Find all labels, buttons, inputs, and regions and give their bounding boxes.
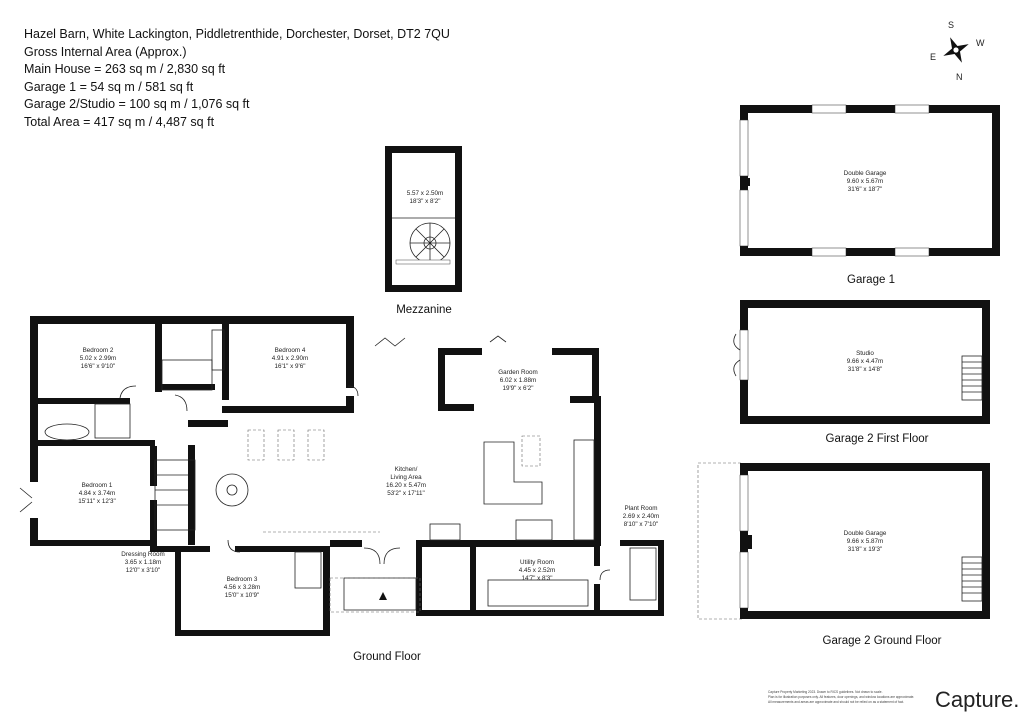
garden-dims-ft: 19'9" x 6'2" (502, 385, 533, 392)
garden-name: Garden Room (498, 369, 538, 376)
ground-floor-plan: Bedroom 2 5.02 x 2.99m 16'6" x 9'10" Bed… (19, 316, 664, 663)
address-line: Hazel Barn, White Lackington, Piddletren… (24, 27, 450, 41)
property-header: Hazel Barn, White Lackington, Piddletren… (24, 26, 450, 132)
plant-dims-ft: 8'10" x 7'10" (624, 521, 659, 528)
garage1-label: Garage 1 (847, 274, 895, 286)
bed1-name: Bedroom 1 (82, 482, 113, 489)
mezzanine-plan: 5.57 x 2.50m 18'3" x 8'2" Mezzanine (385, 146, 462, 316)
garage2-ground-label: Garage 2 Ground Floor (823, 635, 942, 647)
garage2-first-label: Garage 2 First Floor (826, 433, 929, 445)
garage2-name: Double Garage (844, 530, 887, 537)
mezzanine-label: Mezzanine (396, 304, 452, 316)
bed4-dims-ft: 16'1" x 9'6" (274, 363, 305, 370)
garage2-dims-ft: 31'8" x 19'3" (848, 546, 883, 553)
fine-print-2: Plan is for illustration purposes only. … (768, 695, 915, 699)
garage2-dims-m: 9.66 x 5.87m (847, 538, 883, 545)
kitchen-name-2: Living Area (390, 474, 422, 481)
studio-name: Studio (856, 350, 874, 357)
garage1-area: Garage 1 = 54 sq m / 581 sq ft (24, 79, 194, 94)
gia-title: Gross Internal Area (Approx.) (24, 44, 187, 59)
utility-name: Utility Room (520, 559, 554, 566)
compass-w: W (976, 38, 985, 48)
bed2-dims-m: 5.02 x 2.99m (80, 355, 116, 362)
mezz-dims-m: 5.57 x 2.50m (407, 190, 443, 197)
dressing-dims-ft: 12'0" x 3'10" (126, 567, 161, 574)
bed4-name: Bedroom 4 (275, 347, 306, 354)
kitchen-dims-ft: 53'2" x 17'11" (387, 490, 425, 497)
total-area: Total Area = 417 sq m / 4,487 sq ft (24, 114, 215, 129)
plant-dims-m: 2.69 x 2.40m (623, 513, 659, 520)
garage1-dims-m: 9.60 x 5.67m (847, 178, 883, 185)
compass-e: E (930, 52, 936, 62)
utility-dims-m: 4.45 x 2.52m (519, 567, 555, 574)
compass-n: N (956, 72, 963, 82)
compass-s: S (948, 20, 954, 30)
garage2-first-plan: Studio 9.66 x 4.47m 31'8" x 14'8" Garage… (733, 300, 990, 445)
bed3-dims-ft: 15'0" x 10'9" (225, 592, 260, 599)
fine-print-3: All measurements and areas are approxima… (768, 700, 905, 704)
studio-dims-m: 9.66 x 4.47m (847, 358, 883, 365)
studio-dims-ft: 31'8" x 14'8" (848, 366, 883, 373)
garage1-dims-ft: 31'6" x 18'7" (848, 186, 883, 193)
dressing-dims-m: 3.65 x 1.18m (125, 559, 161, 566)
utility-dims-ft: 14'7" x 8'3" (521, 575, 552, 582)
garage1-name: Double Garage (844, 170, 887, 177)
bed2-name: Bedroom 2 (83, 347, 114, 354)
main-house-area: Main House = 263 sq m / 2,830 sq ft (24, 62, 226, 77)
compass-icon: S W E N (930, 20, 985, 82)
kitchen-name-1: Kitchen/ (395, 466, 418, 473)
kitchen-dims-m: 16.20 x 5.47m (386, 482, 426, 489)
garage2-area: Garage 2/Studio = 100 sq m / 1,076 sq ft (24, 97, 250, 112)
garage2-ground-plan: Double Garage 9.66 x 5.87m 31'8" x 19'3"… (697, 462, 990, 647)
mezz-dims-ft: 18'3" x 8'2" (409, 198, 440, 205)
dressing-name: Dressing Room (121, 551, 164, 558)
bed3-name: Bedroom 3 (227, 576, 258, 583)
bed1-dims-m: 4.84 x 3.74m (79, 490, 115, 497)
garage1-plan: Double Garage 9.60 x 5.67m 31'6" x 18'7"… (739, 104, 1000, 286)
capture-logo: Capture. (935, 687, 1019, 712)
bed2-dims-ft: 16'6" x 9'10" (81, 363, 116, 370)
bed3-dims-m: 4.56 x 3.28m (224, 584, 260, 591)
bed4-dims-m: 4.91 x 2.90m (272, 355, 308, 362)
plant-name: Plant Room (625, 505, 658, 512)
ground-floor-label: Ground Floor (353, 651, 421, 663)
fine-print-1: Capture Property Marketing 2023. Drawn t… (768, 690, 883, 694)
bed1-dims-ft: 15'11" x 12'3" (78, 498, 116, 505)
garden-dims-m: 6.02 x 1.88m (500, 377, 536, 384)
